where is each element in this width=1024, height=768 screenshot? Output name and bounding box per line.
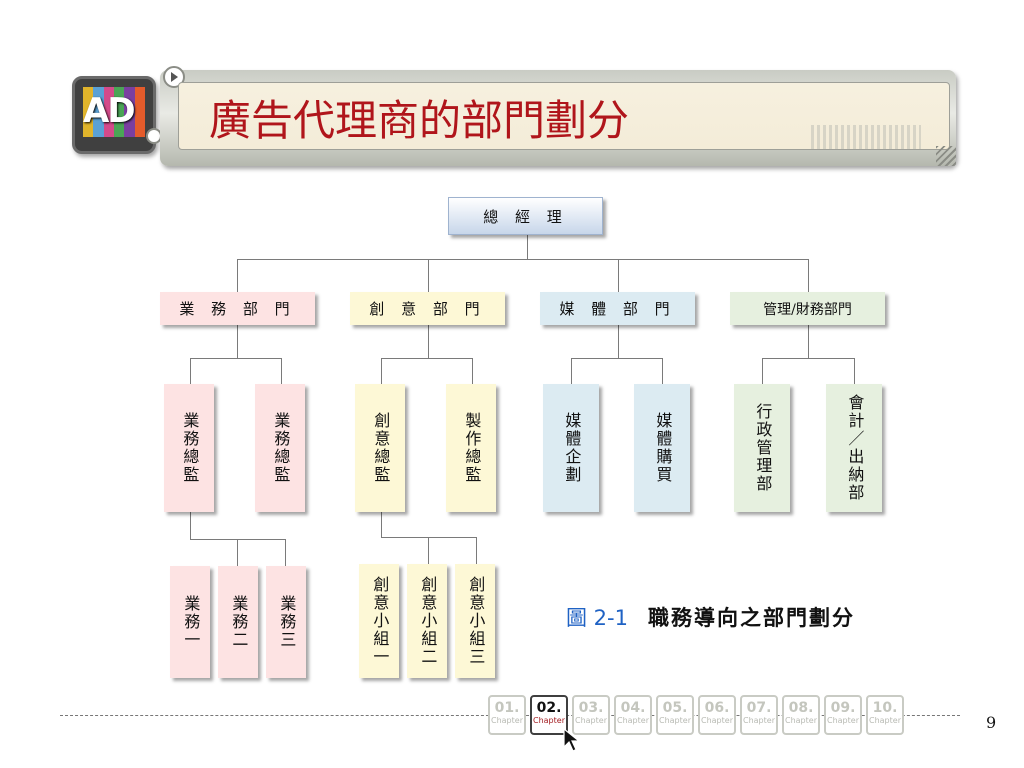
chapter-button-05[interactable]: 05.Chapter: [656, 695, 694, 735]
chapter-label: Chapter: [869, 716, 901, 725]
admin-management-box: 行政管理部: [734, 384, 790, 512]
chapter-button-09[interactable]: 09.Chapter: [824, 695, 862, 735]
ad-logo: AD: [72, 76, 168, 156]
title-panel: 廣告代理商的部門劃分: [178, 82, 950, 150]
mouse-cursor-icon: [563, 728, 581, 752]
media-planning-box: 媒體企劃: [543, 384, 599, 512]
sales-group-box: 業務三: [266, 566, 306, 678]
connector-line: [476, 537, 477, 564]
connector-line: [381, 358, 382, 384]
chapter-button-10[interactable]: 10.Chapter: [866, 695, 904, 735]
connector-line: [237, 325, 238, 358]
chapter-nav: 01.Chapter 02.Chapter 03.Chapter 04.Chap…: [488, 695, 904, 735]
color-bars: [83, 87, 145, 137]
dept-sales: 業 務 部 門: [160, 292, 315, 325]
chapter-label: Chapter: [701, 716, 733, 725]
connector-line: [428, 325, 429, 358]
connector-line: [472, 358, 473, 384]
connector-line: [281, 358, 282, 384]
chapter-button-02[interactable]: 02.Chapter: [530, 695, 568, 735]
chapter-number: 10.: [872, 700, 898, 716]
connector-line: [808, 325, 809, 358]
ceo-box: 總 經 理: [448, 197, 603, 235]
connector-line: [381, 537, 477, 538]
connector-line: [618, 259, 619, 292]
connector-line: [428, 259, 429, 292]
connector-line: [285, 539, 286, 566]
creative-group-box: 創意小組二: [407, 564, 447, 678]
connector-line: [190, 358, 282, 359]
connector-line: [527, 235, 528, 259]
creative-group-box: 創意小組一: [359, 564, 399, 678]
connector-line: [190, 539, 286, 540]
media-buying-box: 媒體購買: [634, 384, 690, 512]
connector-line: [571, 358, 663, 359]
chapter-label: Chapter: [533, 716, 565, 725]
figure-number: 圖 2-1: [566, 606, 628, 630]
chapter-button-07[interactable]: 07.Chapter: [740, 695, 778, 735]
connector-line: [808, 259, 809, 292]
connector-line: [762, 358, 763, 384]
dept-media: 媒 體 部 門: [540, 292, 695, 325]
connector-line: [762, 358, 855, 359]
creative-group-box: 創意小組三: [455, 564, 495, 678]
dept-admin-finance: 管理/財務部門: [730, 292, 885, 325]
chapter-label: Chapter: [785, 716, 817, 725]
connector-line: [428, 537, 429, 564]
connector-line: [190, 358, 191, 384]
sales-director-box: 業務總監: [164, 384, 214, 512]
chapter-button-06[interactable]: 06.Chapter: [698, 695, 736, 735]
chapter-number: 05.: [662, 700, 688, 716]
creative-director-box: 創意總監: [355, 384, 405, 512]
sales-group-box: 業務一: [170, 566, 210, 678]
connector-line: [381, 512, 382, 537]
connector-line: [571, 358, 572, 384]
page-number: 9: [986, 713, 997, 732]
chapter-label: Chapter: [743, 716, 775, 725]
chapter-number: 07.: [746, 700, 772, 716]
connector-line: [237, 259, 238, 292]
title-bar: 廣告代理商的部門劃分: [160, 58, 960, 168]
chapter-label: Chapter: [617, 716, 649, 725]
chapter-label: Chapter: [827, 716, 859, 725]
chapter-label: Chapter: [491, 716, 523, 725]
connector-line: [662, 358, 663, 384]
chapter-number: 04.: [620, 700, 646, 716]
chapter-number: 03.: [578, 700, 604, 716]
chapter-button-03[interactable]: 03.Chapter: [572, 695, 610, 735]
chapter-number: 08.: [788, 700, 814, 716]
figure-title: 職務導向之部門劃分: [647, 606, 855, 630]
chapter-button-01[interactable]: 01.Chapter: [488, 695, 526, 735]
page-title: 廣告代理商的部門劃分: [209, 96, 630, 145]
connector-line: [381, 358, 473, 359]
logo-text: AD: [83, 91, 136, 131]
chapter-label: Chapter: [575, 716, 607, 725]
connector-line: [237, 539, 238, 566]
chapter-button-04[interactable]: 04.Chapter: [614, 695, 652, 735]
connector-line: [237, 259, 809, 260]
production-director-box: 製作總監: [446, 384, 496, 512]
equalizer-icon: [811, 125, 921, 149]
chapter-label: Chapter: [659, 716, 691, 725]
connector-line: [618, 325, 619, 358]
chapter-number: 06.: [704, 700, 730, 716]
chapter-number: 01.: [494, 700, 520, 716]
accounting-cashier-box: 會計／出納部: [826, 384, 882, 512]
chapter-button-08[interactable]: 08.Chapter: [782, 695, 820, 735]
sales-group-box: 業務二: [218, 566, 258, 678]
dept-creative: 創 意 部 門: [350, 292, 505, 325]
chapter-number: 09.: [830, 700, 856, 716]
connector-line: [854, 358, 855, 384]
resize-grip-icon: [936, 146, 956, 166]
sales-director-box: 業務總監: [255, 384, 305, 512]
tv-frame: AD: [72, 76, 156, 154]
chapter-number: 02.: [536, 700, 562, 716]
figure-caption: 圖 2-1 職務導向之部門劃分: [566, 602, 855, 632]
connector-line: [190, 512, 191, 539]
